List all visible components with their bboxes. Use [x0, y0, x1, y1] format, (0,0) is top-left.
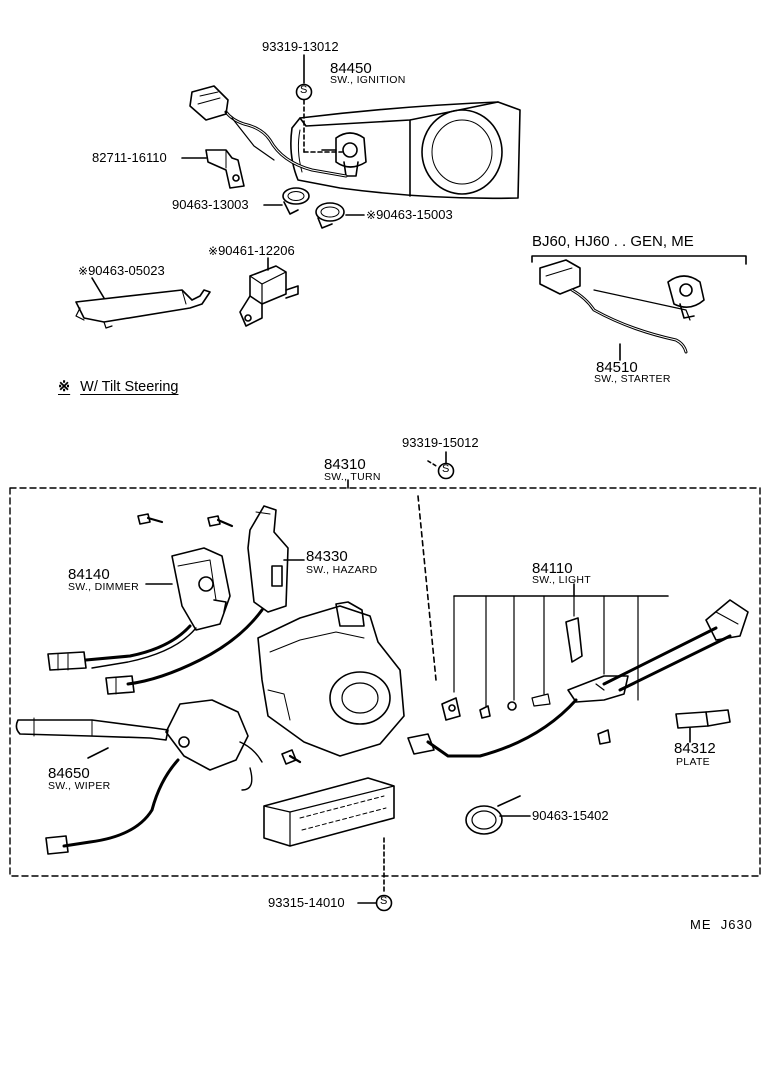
leader-line: [87, 747, 109, 759]
small-screw-2: [207, 515, 234, 528]
part-number-band: 90463-15402: [532, 808, 609, 823]
clamp-drawing-2: [315, 202, 345, 229]
tilt-mark: ※: [366, 208, 377, 222]
part-number-clip: ※90461-12206: [208, 244, 295, 257]
hazard-switch-drawing: [247, 505, 289, 613]
plate-part-name: PLATE: [676, 756, 710, 768]
part-number-bracket: 82711-16110: [92, 150, 167, 165]
leader-line: [417, 495, 437, 681]
starter-harness: [570, 288, 688, 354]
part-number-clamp-2: ※90463-15003: [366, 208, 453, 221]
part-number-screw-bottom: 93315-14010: [268, 895, 345, 910]
wiper-part-name: SW., WIPER: [48, 780, 111, 792]
variant-bracket: [531, 255, 747, 265]
dimmer-switch-drawing: [171, 547, 231, 631]
dimmer-harness: [84, 624, 192, 662]
tilt-mark: ※: [58, 379, 71, 395]
dimmer-part-name: SW., DIMMER: [68, 581, 139, 593]
ignition-harness: [224, 110, 348, 178]
tilt-note-text: W/ Tilt Steering: [80, 379, 179, 395]
ignition-part-number: 84450: [330, 60, 372, 77]
tilt-steering-note: ※ W/ Tilt Steering: [58, 380, 178, 395]
wiper-part-number: 84650: [48, 765, 90, 782]
clamp-drawing-1: [282, 187, 310, 215]
band-clamp-drawing: [465, 795, 521, 835]
leader-line: [91, 277, 105, 299]
plate-drawing: [675, 709, 731, 729]
hazard-terminals: [105, 675, 135, 695]
bracket-drawing: [205, 149, 245, 189]
column-cover-housing: [290, 101, 521, 200]
dimmer-terminals: [47, 651, 87, 671]
small-screw-1: [137, 513, 164, 525]
ignition-part-name: SW., IGNITION: [330, 74, 406, 86]
dimmer-part-number: 84140: [68, 566, 110, 583]
light-part-number: 84110: [532, 560, 573, 577]
starter-part-name: SW., STARTER: [594, 373, 671, 385]
connector-plug-upper: [189, 85, 229, 121]
part-number-clamp-1: 90463-13003: [172, 197, 249, 212]
hazard-part-number: 84330: [306, 548, 348, 565]
screw-symbol-label-bottom: S: [380, 895, 388, 907]
wiper-terminals: [45, 835, 69, 855]
turn-part-name: SW., TURN: [324, 471, 381, 483]
part-number-screw-turn: 93319-15012: [402, 435, 479, 450]
variant-header: BJ60, HJ60 . . GEN, ME: [532, 233, 694, 250]
wiper-switch-drawing: [15, 699, 263, 771]
hazard-part-name: SW., HAZARD: [306, 564, 378, 576]
light-part-name: SW., LIGHT: [532, 574, 592, 586]
plate-part-number: 84312: [674, 740, 716, 757]
screw-symbol-label-upper: S: [300, 84, 308, 96]
tilt-mark: ※: [208, 244, 219, 258]
turn-switch-body: [257, 601, 405, 757]
clip-number: 90461-12206: [218, 243, 295, 258]
starter-switch-body: [667, 275, 705, 319]
page-reference: ME J630: [690, 917, 753, 932]
screw-symbol-label-turn: S: [442, 463, 450, 475]
light-harness: [426, 698, 578, 758]
small-screw-3: [281, 749, 302, 765]
light-parts: [441, 617, 611, 745]
ignition-switch-drawing: [321, 132, 367, 177]
connector-block: [263, 777, 395, 847]
leader-line: [427, 460, 439, 468]
starter-part-number: 84510: [596, 359, 638, 376]
wiper-harness: [62, 758, 180, 848]
light-knob: [705, 599, 749, 641]
part-number-screw-upper: 93319-13012: [262, 39, 339, 54]
screw-symbol-bottom: [375, 894, 393, 912]
starter-connector: [539, 259, 581, 295]
clip-drawing: [239, 265, 299, 327]
light-stalk: [602, 626, 718, 686]
part-number-holder: ※90463-05023: [78, 264, 165, 277]
tilt-mark: ※: [78, 264, 89, 278]
hazard-harness: [126, 608, 264, 686]
light-leaders: [453, 595, 639, 707]
turn-switch-assembly-boundary: [9, 487, 761, 877]
clamp-2-number: 90463-15003: [376, 207, 453, 222]
holder-drawing: [75, 289, 211, 329]
holder-number: 90463-05023: [88, 263, 165, 278]
turn-part-number: 84310: [324, 456, 366, 473]
